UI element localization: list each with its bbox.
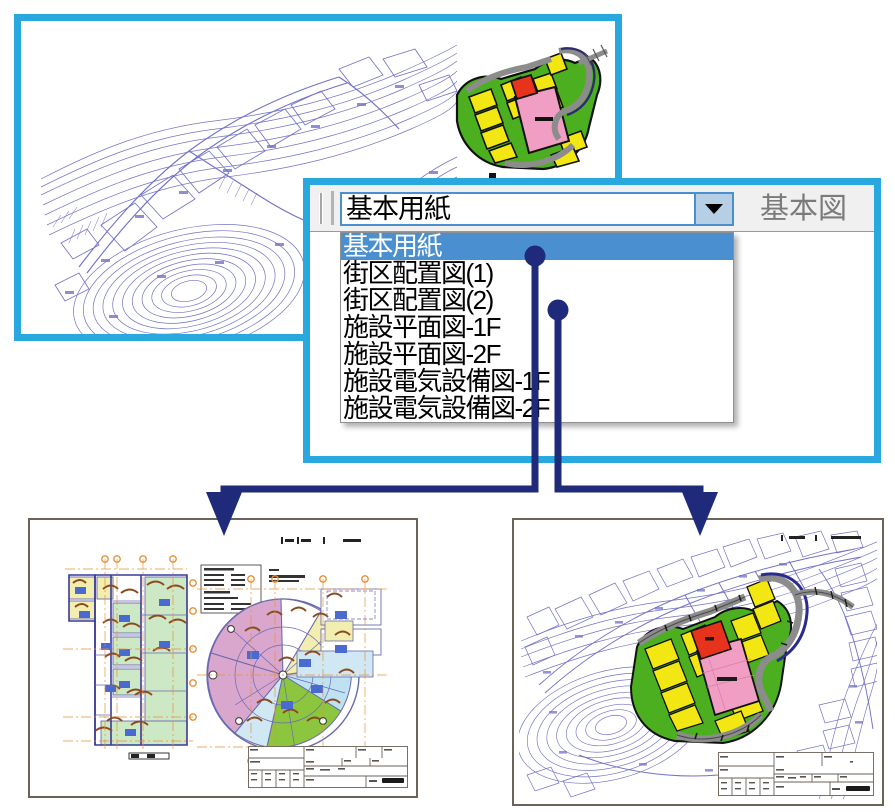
paper-select-combobox[interactable]: 基本用紙	[340, 192, 734, 226]
site-plan-drawing	[519, 530, 877, 799]
combobox-value: 基本用紙	[346, 194, 451, 224]
toolbar-separator	[331, 191, 334, 225]
base-drawing-label: 基本図	[760, 193, 848, 225]
floor-plan-drawing	[63, 537, 387, 765]
floor-plan-sheet[interactable]	[28, 518, 418, 798]
paper-select-panel: 基本用紙 基本図 基本用紙 街区配置図(1) 街区配置図(2) 施設平面図-1F…	[303, 178, 881, 463]
chevron-down-icon	[705, 204, 723, 214]
dropdown-item-2[interactable]: 街区配置図(2)	[343, 285, 494, 315]
toolbar-grip-icon[interactable]	[319, 193, 323, 224]
toolbar: 基本用紙 基本図	[310, 185, 874, 232]
site-plan-sheet[interactable]	[512, 518, 884, 806]
dropdown-item-3[interactable]: 施設平面図-1F	[343, 312, 502, 342]
site-plan-thumbnail	[455, 44, 608, 171]
dropdown-item-0[interactable]: 基本用紙	[341, 233, 733, 260]
combobox-dropdown-button[interactable]	[694, 194, 732, 224]
dropdown-item-1[interactable]: 街区配置図(1)	[343, 258, 494, 288]
title-block	[248, 746, 408, 788]
title-block	[718, 752, 874, 796]
dropdown-item-4[interactable]: 施設平面図-2F	[343, 339, 502, 369]
paper-select-dropdown-list[interactable]: 基本用紙 街区配置図(1) 街区配置図(2) 施設平面図-1F 施設平面図-2F…	[340, 232, 734, 423]
dropdown-item-6[interactable]: 施設電気設備図-2F	[343, 393, 551, 423]
dropdown-item-5[interactable]: 施設電気設備図-1F	[343, 366, 551, 396]
legend-marker-1	[489, 173, 496, 182]
